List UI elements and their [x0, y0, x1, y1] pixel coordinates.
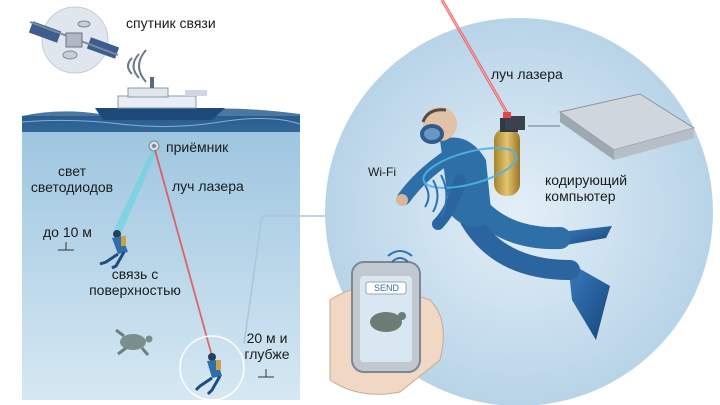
label-wifi: Wi-Fi: [368, 165, 396, 179]
label-satellite: спутник связи: [126, 15, 216, 31]
phone-send-button[interactable]: SEND: [374, 283, 400, 293]
depth-marker-10: [58, 242, 74, 251]
diver-icon: [194, 353, 222, 396]
ship-icon: [95, 77, 225, 120]
label-depth-20: 20 м и глубже: [244, 330, 290, 362]
label-receiver: приёмник: [166, 139, 229, 155]
diver-icon: [99, 230, 128, 270]
computer-board-icon: [558, 93, 696, 160]
ship-signal-icon: [127, 49, 147, 83]
label-laser-left: луч лазера: [172, 178, 244, 194]
smartphone-icon: [351, 261, 421, 373]
label-encoder: кодирующий компьютер: [545, 172, 628, 204]
diver-icon: [396, 107, 612, 340]
water-block: [21, 108, 301, 400]
wifi-waves-icon: [387, 250, 413, 263]
label-laser-right: луч лазера: [491, 66, 563, 82]
turtle-icon: [115, 328, 153, 356]
label-led-light: свет светодиодов: [30, 163, 114, 195]
laser-device-icon: [505, 116, 525, 130]
label-depth-10: до 10 м: [43, 224, 92, 240]
receiver-icon: [148, 140, 160, 152]
laser-beam-left: [154, 149, 213, 357]
connector-line: [243, 215, 330, 345]
led-beam: [114, 150, 157, 232]
wifi-waves-icon: [424, 174, 448, 218]
satellite-icon: [28, 6, 120, 74]
label-surface-link: связь с поверхностью: [89, 266, 181, 298]
deep-diver-circle: [179, 335, 245, 401]
depth-marker-20: [258, 369, 274, 378]
